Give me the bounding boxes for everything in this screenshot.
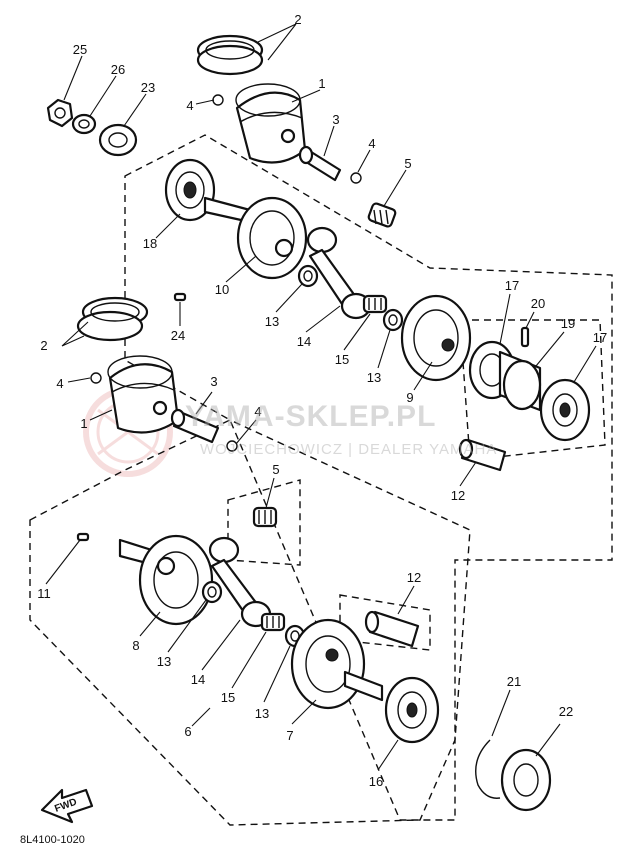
callout: 1 — [318, 76, 325, 91]
right-cluster-outline — [459, 319, 606, 461]
callout: 15 — [335, 352, 349, 367]
callout: 18 — [143, 236, 157, 251]
callout: 9 — [406, 390, 413, 405]
callout: 11 — [37, 586, 51, 601]
crank-web-7 — [290, 618, 384, 710]
bearing-15-upper — [362, 294, 388, 314]
callout: 2 — [40, 338, 47, 353]
upper-crank-assembly-outline — [124, 134, 613, 821]
circlip-top-4 — [212, 94, 224, 106]
callout: 4 — [254, 404, 261, 419]
leader-lines — [45, 23, 597, 771]
piston-top — [235, 83, 307, 164]
callout: 16 — [369, 774, 383, 789]
callout: 5 — [272, 462, 279, 477]
callout: 13 — [367, 370, 381, 385]
crankshaft-lower-8 — [118, 534, 214, 626]
lower-crank-assembly-outline — [29, 419, 471, 826]
callout: 20 — [531, 296, 545, 311]
oil-seal-22 — [500, 748, 552, 812]
bearing-17-right — [539, 378, 591, 442]
piston-rings-bottom — [76, 296, 149, 342]
callout: 4 — [56, 376, 63, 391]
callout: 3 — [332, 112, 339, 127]
callout: 24 — [171, 328, 185, 343]
callout: 3 — [210, 374, 217, 389]
washer-26 — [71, 113, 97, 135]
callout: 15 — [221, 690, 235, 705]
bearing-15-lower — [260, 612, 286, 632]
forward-arrow-icon: FWD — [40, 788, 94, 824]
needle-bearing-bottom — [252, 506, 278, 528]
piston-pin-top — [298, 145, 342, 182]
callout: 5 — [404, 156, 411, 171]
washer-13-upper-b — [382, 308, 404, 332]
diagram-code: 8L4100-1020 — [20, 834, 85, 846]
piston-bottom — [107, 355, 180, 434]
callout: 14 — [297, 334, 311, 349]
callout: 10 — [215, 282, 229, 297]
callout: 1 — [80, 416, 87, 431]
callout: 19 — [561, 316, 575, 331]
callout: 6 — [184, 724, 191, 739]
connecting-rod-group-outline — [227, 479, 301, 566]
washer-13-lower-a — [201, 580, 223, 604]
callout: 13 — [255, 706, 269, 721]
callout: 12 — [451, 488, 465, 503]
crankshaft-upper — [203, 196, 308, 280]
labyrinth-seal-19 — [498, 350, 542, 412]
watermark-text: YAMA-SKLEP.PL — [185, 400, 437, 433]
callout: 22 — [559, 704, 573, 719]
circlip-bottom-4b — [226, 440, 238, 452]
callout: 4 — [368, 136, 375, 151]
conrod-lower — [208, 536, 272, 628]
callout: 17 — [593, 330, 607, 345]
bearing-16 — [384, 676, 440, 744]
bearing-group-outline-upper — [339, 594, 431, 651]
pin-20 — [520, 326, 530, 348]
key-24 — [173, 292, 187, 302]
circlip-21 — [475, 739, 501, 799]
oil-seal-23 — [98, 123, 138, 157]
callout: 25 — [73, 42, 87, 57]
circlip-bottom-4 — [90, 372, 102, 384]
roller-bearing-12-lower — [364, 610, 420, 648]
key-11 — [76, 532, 90, 542]
circlip-top-4b — [350, 172, 362, 184]
callout: 2 — [294, 12, 301, 27]
callout: 23 — [141, 80, 155, 95]
callout: 14 — [191, 672, 205, 687]
piston-pin-bottom — [170, 408, 220, 444]
callout: 26 — [111, 62, 125, 77]
callout: 13 — [265, 314, 279, 329]
callout: 21 — [507, 674, 521, 689]
piston-rings-top — [196, 34, 264, 76]
callout: 7 — [286, 728, 293, 743]
nut-25 — [46, 98, 74, 128]
needle-bearing-top — [367, 202, 397, 228]
washer-13-upper-a — [297, 264, 319, 288]
bearing-18 — [164, 158, 216, 222]
roller-bearing-12-upper — [458, 438, 507, 472]
callout: 4 — [186, 98, 193, 113]
callout: 8 — [132, 638, 139, 653]
watermark-subtext: WOJCIECHOWICZ | DEALER YAMAHA — [200, 441, 498, 458]
crank-web-9 — [400, 294, 472, 382]
callouts: 2 25 26 23 4 1 3 4 5 18 10 13 14 15 13 9… — [37, 12, 607, 789]
callout: 13 — [157, 654, 171, 669]
callout: 12 — [407, 570, 421, 585]
callout: 17 — [505, 278, 519, 293]
